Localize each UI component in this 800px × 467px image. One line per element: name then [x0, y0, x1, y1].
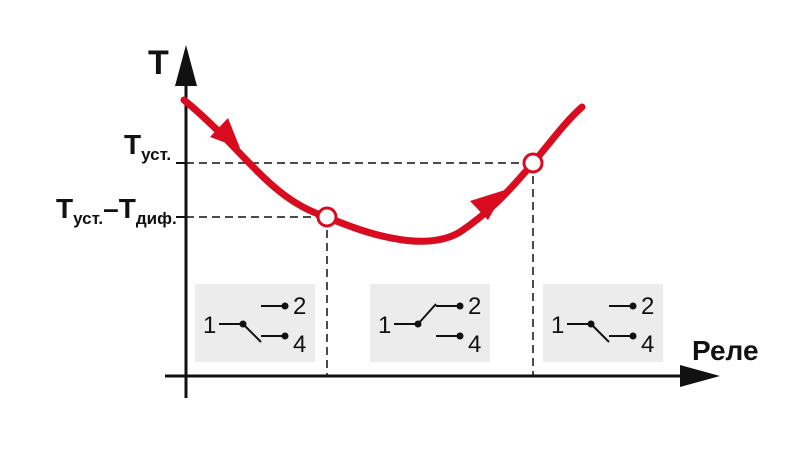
set-level-sub: уст. [141, 145, 171, 164]
diff-level-label: Tуст.–Tдиф. [56, 193, 177, 228]
relay-common-label: 1 [203, 312, 216, 339]
relay-contact-2-dot [281, 302, 289, 310]
y-axis-label: T [148, 44, 169, 82]
relay-contact-4-dot [629, 332, 637, 340]
guide-lines [186, 162, 534, 376]
relay-blade [242, 323, 262, 343]
x-axis-arrowhead [680, 365, 720, 387]
relay-common-label: 1 [378, 312, 391, 339]
switch-on-point [316, 206, 338, 228]
relay-contact-4-dot [456, 332, 464, 340]
diff-level-op: – [103, 193, 119, 224]
relay-contact-2-label: 2 [468, 293, 481, 320]
relay-box-1: 1 2 4 [195, 284, 315, 362]
diff-level-main1: T [56, 193, 73, 224]
relay-contact-2-dot [456, 302, 464, 310]
diff-level-sub2: диф. [136, 209, 177, 228]
relay-contact-2-dot [629, 302, 637, 310]
relay-contact-4-label: 4 [641, 331, 654, 358]
diff-level-main2: T [119, 193, 136, 224]
relay-blade [417, 303, 437, 325]
relay-common-label: 1 [551, 312, 564, 339]
relay-contact-4-label: 4 [468, 331, 481, 358]
set-level-label: Tуст. [124, 129, 171, 164]
relay-box-2: 1 2 4 [370, 284, 490, 362]
relay-contact-4-dot [281, 332, 289, 340]
relay-states: 1 2 4 1 2 4 1 2 4 [195, 284, 663, 362]
curve-arrow-up [470, 190, 505, 220]
relay-contact-2-label: 2 [641, 293, 654, 320]
x-axis-label: Реле [692, 335, 759, 366]
relay-contact-4-label: 4 [293, 331, 306, 358]
relay-contact-2-label: 2 [293, 293, 306, 320]
set-level-main: T [124, 129, 141, 160]
relay-box-bg [543, 284, 663, 362]
relay-blade [590, 323, 610, 343]
relay-box-bg [370, 284, 490, 362]
switch-off-point [522, 152, 544, 174]
diff-level-sub1: уст. [73, 209, 103, 228]
curve-arrow-down [210, 118, 240, 148]
axes [165, 45, 720, 398]
relay-box-3: 1 2 4 [543, 284, 663, 362]
relay-box-bg [195, 284, 315, 362]
y-axis-arrowhead [175, 45, 197, 86]
temperature-curve [180, 96, 586, 245]
